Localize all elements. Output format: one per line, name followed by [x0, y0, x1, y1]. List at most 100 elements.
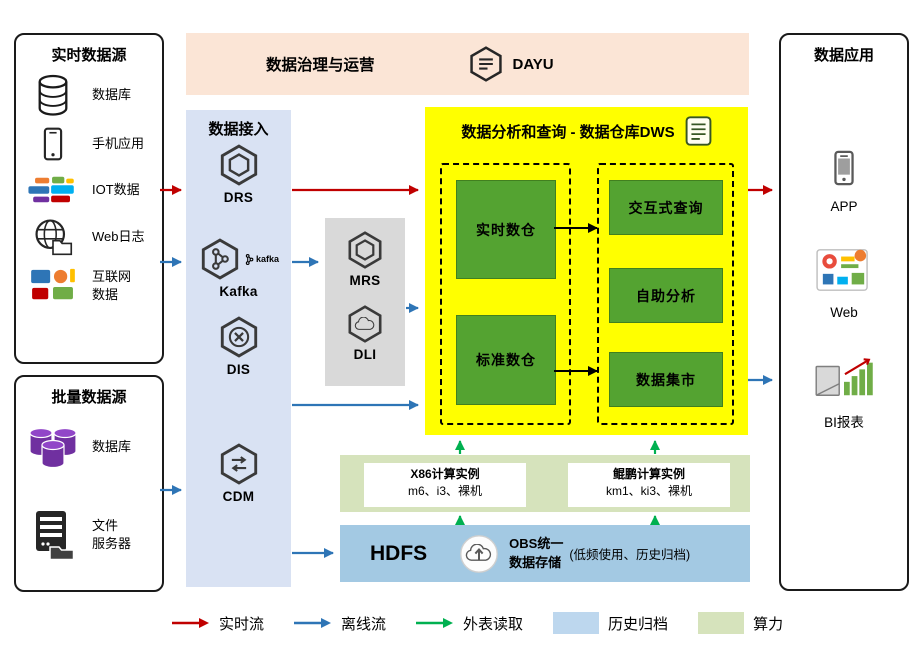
- service-mrs: MRS: [325, 230, 405, 288]
- legend-item-compute: 算力: [698, 612, 783, 634]
- source-item-label: Web日志: [92, 229, 145, 245]
- service-name: Kafka: [219, 284, 258, 299]
- service-name: DRS: [223, 190, 254, 205]
- app-item-label: BI报表: [824, 415, 864, 430]
- kafka-logo: kafka: [245, 253, 279, 266]
- dws-header: 数据分析和查询 - 数据仓库DWS: [425, 116, 748, 146]
- app-item-label: Web: [830, 305, 858, 320]
- source-item-internet: 互联网 数据: [16, 267, 162, 305]
- kafka-logo-glyph: [245, 253, 254, 265]
- obs-cloud-icon: [460, 534, 499, 573]
- service-name: CDM: [222, 489, 255, 504]
- source-item-mobile: 手机应用: [16, 124, 162, 164]
- legend-item-archive: 历史归档: [553, 612, 668, 634]
- kafka-icon: [198, 237, 242, 281]
- app-item-web: Web: [781, 245, 907, 320]
- dli-icon: [345, 304, 385, 344]
- legend-item-offline-flow: 离线流: [294, 613, 386, 634]
- legend-item-external-read: 外表读取: [416, 613, 523, 634]
- service-drs: DRS: [186, 143, 291, 205]
- governance-title: 数据治理与运营: [266, 57, 375, 74]
- analytics-box-self-service: 自助分析: [609, 268, 723, 323]
- file-server-icon: [24, 509, 82, 561]
- ingestion-title: 数据接入: [208, 121, 269, 138]
- mrs-icon: [345, 230, 385, 270]
- service-name: MRS: [349, 273, 381, 288]
- service-name: DLI: [353, 347, 377, 362]
- dws-doc-icon: [685, 116, 712, 146]
- source-item-database: 数据库: [16, 73, 162, 117]
- legend-label: 历史归档: [608, 615, 669, 633]
- hdfs-panel: HDFS OBS统一 数据存储 (低频使用、历史归档): [340, 525, 750, 582]
- web-log-globe-icon: [24, 216, 82, 258]
- legend-label: 离线流: [341, 615, 387, 633]
- green-arrow-icon: [416, 618, 454, 628]
- realtime-sources-panel: 实时数据源 数据库 手机应用: [14, 33, 164, 364]
- mobile-phone-icon: [24, 124, 82, 164]
- batch-sources-panel: 批量数据源 数据库: [14, 375, 164, 592]
- source-item-batch-database: 数据库: [16, 423, 162, 471]
- x86-instance-card: X86计算实例 m6、i3、裸机: [364, 463, 526, 507]
- dayu-icon: [467, 45, 505, 83]
- warehouse-group: 实时数仓 标准数仓: [440, 163, 571, 425]
- instance-name: 鲲鹏计算实例: [612, 467, 685, 481]
- drs-icon: [217, 143, 261, 187]
- web-dashboard-icon: [816, 249, 868, 291]
- iot-wordcloud-icon: [24, 173, 82, 207]
- obs-label: OBS统一 数据存储: [509, 535, 564, 570]
- source-item-label: 数据库: [92, 439, 132, 455]
- service-name: DIS: [226, 362, 251, 377]
- legend-label: 实时流: [219, 615, 265, 633]
- analytics-box-interactive-query: 交互式查询: [609, 180, 723, 235]
- applications-title: 数据应用: [813, 47, 874, 64]
- ingestion-panel: 数据接入 DRS: [186, 110, 291, 587]
- source-item-label: 文件 服务器: [92, 518, 132, 551]
- realtime-sources-title: 实时数据源: [51, 47, 127, 64]
- legend-item-realtime-flow: 实时流: [172, 613, 264, 634]
- dis-icon: [217, 315, 261, 359]
- source-item-iot: IOT数据: [16, 173, 162, 207]
- instance-name: X86计算实例: [410, 467, 480, 481]
- bi-report-icon: [815, 358, 873, 396]
- analytics-group: 交互式查询 自助分析 数据集市: [597, 163, 734, 425]
- service-dli: DLI: [325, 304, 405, 362]
- red-arrow-icon: [172, 618, 209, 628]
- purple-database-icon: [24, 423, 82, 471]
- instance-detail: km1、ki3、裸机: [605, 484, 692, 499]
- kafka-logo-text: kafka: [255, 254, 280, 264]
- source-item-file-server: 文件 服务器: [16, 509, 162, 561]
- compute-panel: X86计算实例 m6、i3、裸机 鲲鹏计算实例 km1、ki3、裸机: [340, 455, 750, 512]
- obs-note: (低频使用、历史归档): [569, 548, 691, 562]
- hdfs-label: HDFS: [370, 541, 428, 565]
- dws-panel: 数据分析和查询 - 数据仓库DWS 实时数仓 标准数仓 交互式查询 自助分析 数…: [425, 107, 748, 435]
- processing-panel: MRS DLI: [325, 218, 405, 386]
- dayu-label: DAYU: [512, 55, 554, 73]
- governance-banner: 数据治理与运营 DAYU: [186, 33, 749, 95]
- warehouse-box-realtime: 实时数仓: [456, 180, 556, 279]
- applications-panel: 数据应用 APP Web: [779, 33, 909, 591]
- internet-data-icon: [24, 267, 82, 305]
- database-icon: [24, 73, 82, 117]
- source-item-label: IOT数据: [92, 182, 140, 198]
- blue-arrow-icon: [294, 618, 332, 628]
- source-item-label: 互联网 数据: [92, 269, 132, 302]
- analytics-box-data-mart: 数据集市: [609, 352, 723, 407]
- dws-title: 数据分析和查询 - 数据仓库DWS: [461, 123, 675, 141]
- service-kafka: kafka Kafka: [186, 237, 291, 299]
- legend: 实时流 离线流 外表读取 历史归档 算力: [172, 612, 783, 634]
- warehouse-box-standard: 标准数仓: [456, 315, 556, 405]
- compute-swatch: [698, 612, 745, 634]
- kunpeng-instance-card: 鲲鹏计算实例 km1、ki3、裸机: [568, 463, 730, 507]
- source-item-label: 数据库: [92, 87, 132, 103]
- archive-swatch: [553, 612, 600, 634]
- app-item-app: APP: [781, 147, 907, 214]
- app-item-label: APP: [830, 199, 858, 214]
- legend-label: 外表读取: [463, 615, 524, 633]
- app-phone-icon: [825, 147, 863, 189]
- app-item-bi: BI报表: [781, 355, 907, 431]
- cdm-icon: [217, 442, 261, 486]
- service-cdm: CDM: [186, 442, 291, 504]
- source-item-label: 手机应用: [92, 136, 145, 152]
- instance-detail: m6、i3、裸机: [407, 484, 482, 499]
